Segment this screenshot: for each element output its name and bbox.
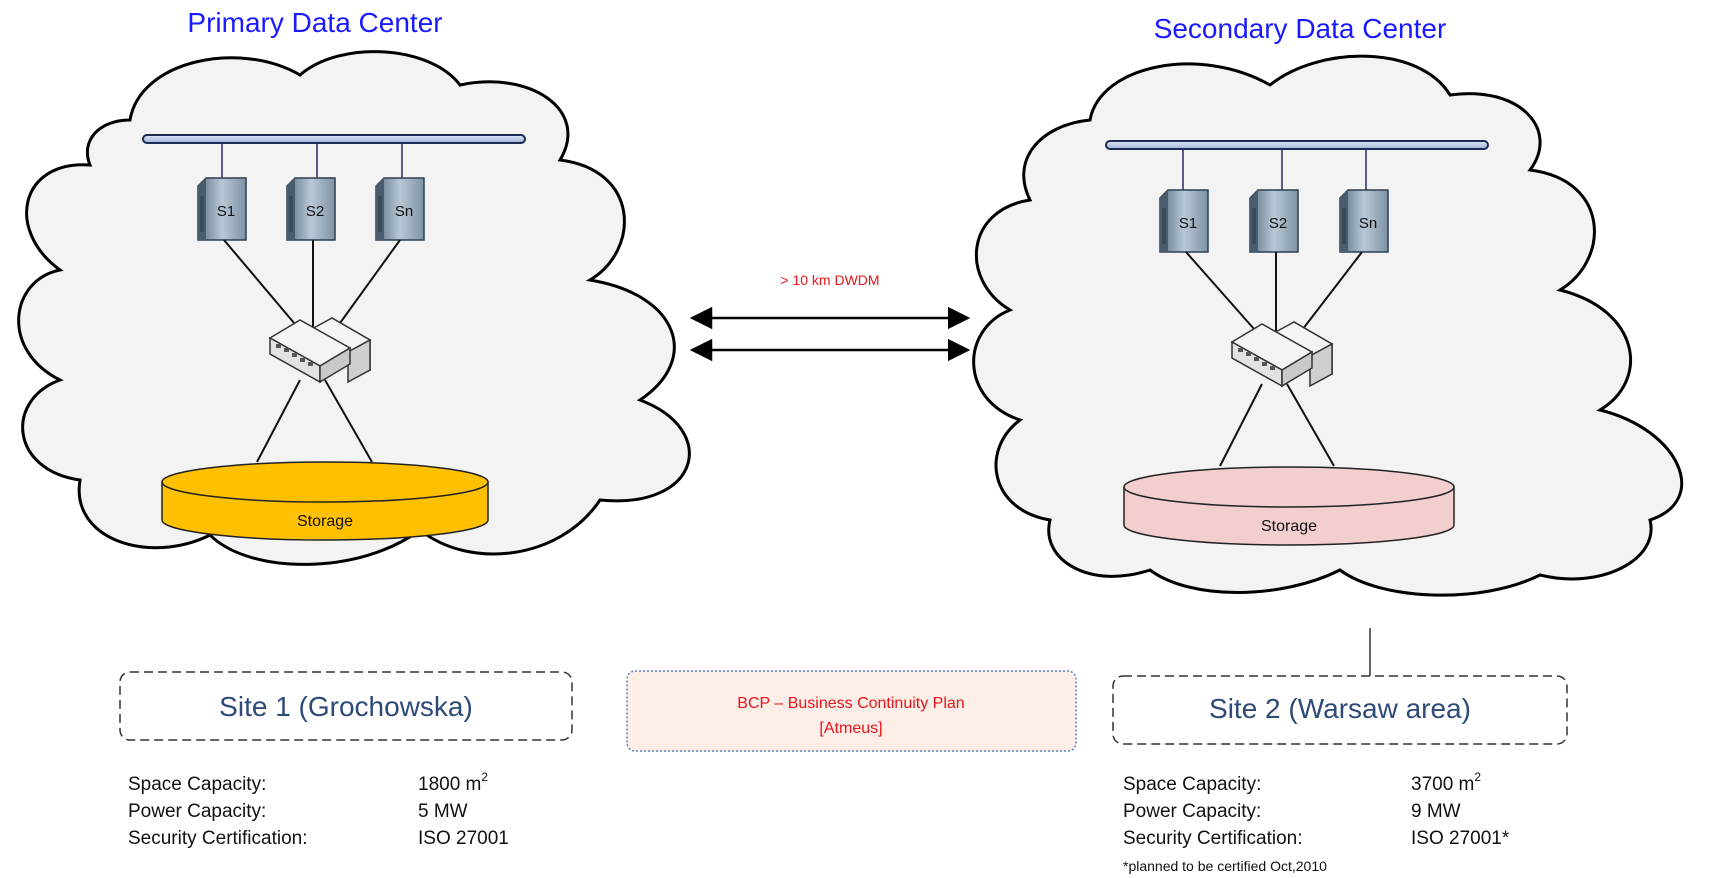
server-link <box>334 239 401 331</box>
spec-label: Space Capacity: <box>128 774 266 795</box>
spec-value: 3700 m2 <box>1411 770 1481 795</box>
spec-value: 9 MW <box>1411 801 1461 822</box>
secondary-title: Secondary Data Center <box>1154 13 1447 44</box>
storage-link <box>256 379 301 463</box>
certification-note: *planned to be certified Oct,2010 <box>1123 858 1327 874</box>
server-link <box>1295 251 1363 339</box>
network-switch <box>268 316 372 384</box>
spec-value: 1800 m2 <box>418 770 488 795</box>
storage-array: Storage <box>1123 466 1455 546</box>
dwdm-link: > 10 km DWDM <box>689 272 971 362</box>
storage-link <box>1219 383 1263 467</box>
primary-title: Primary Data Center <box>187 7 442 38</box>
storage-label: Storage <box>1261 518 1317 535</box>
storage-link <box>1286 383 1335 467</box>
server: Sn <box>1339 189 1389 253</box>
site2-box: Site 2 (Warsaw area) <box>1112 675 1568 745</box>
server-label: S1 <box>217 203 235 220</box>
site2-title: Site 2 (Warsaw area) <box>1209 693 1471 724</box>
primary-datacenter: Primary Data Center S1 S2 Sn <box>17 7 691 566</box>
spec-value: ISO 27001* <box>1411 828 1510 849</box>
dwdm-label: > 10 km DWDM <box>780 272 879 288</box>
site1-title: Site 1 (Grochowska) <box>219 691 473 722</box>
network-bus-bar <box>142 134 526 144</box>
server: Sn <box>375 177 425 241</box>
server-link <box>223 239 301 331</box>
spec-label: Power Capacity: <box>128 801 266 822</box>
storage-array: Storage <box>161 461 489 541</box>
spec-label: Power Capacity: <box>1123 801 1261 822</box>
server-label: Sn <box>395 203 413 220</box>
site1-box: Site 1 (Grochowska) <box>119 671 573 741</box>
bcp-box: BCP – Business Continuity Plan [Atmeus] <box>626 670 1077 752</box>
spec-value: ISO 27001 <box>418 828 509 849</box>
storage-cylinder-top <box>161 461 489 503</box>
server: S2 <box>1249 189 1299 253</box>
server-label: S2 <box>1269 215 1287 232</box>
spec-label: Security Certification: <box>128 828 308 849</box>
storage-cylinder-top <box>1123 466 1455 508</box>
bcp-subtitle: [Atmeus] <box>819 720 882 737</box>
server: S1 <box>197 177 247 241</box>
server-label: S2 <box>306 203 324 220</box>
primary-cloud <box>17 50 691 566</box>
spec-label: Space Capacity: <box>1123 774 1261 795</box>
site1-specs: Space Capacity: 1800 m2 Power Capacity: … <box>128 770 509 849</box>
server-label: S1 <box>1179 215 1197 232</box>
server: S1 <box>1159 189 1209 253</box>
spec-label: Security Certification: <box>1123 828 1303 849</box>
server-label: Sn <box>1359 215 1377 232</box>
bcp-title: BCP – Business Continuity Plan <box>737 695 964 712</box>
storage-link <box>324 379 373 463</box>
secondary-datacenter: Secondary Data Center S1 S2 Sn <box>972 13 1683 676</box>
server-link <box>1185 251 1263 339</box>
network-bus-bar <box>1105 140 1489 150</box>
server: S2 <box>286 177 336 241</box>
storage-label: Storage <box>297 513 353 530</box>
site2-specs: Space Capacity: 3700 m2 Power Capacity: … <box>1123 770 1510 874</box>
secondary-cloud <box>972 54 1683 597</box>
network-switch <box>1230 320 1334 388</box>
spec-value: 5 MW <box>418 801 468 822</box>
